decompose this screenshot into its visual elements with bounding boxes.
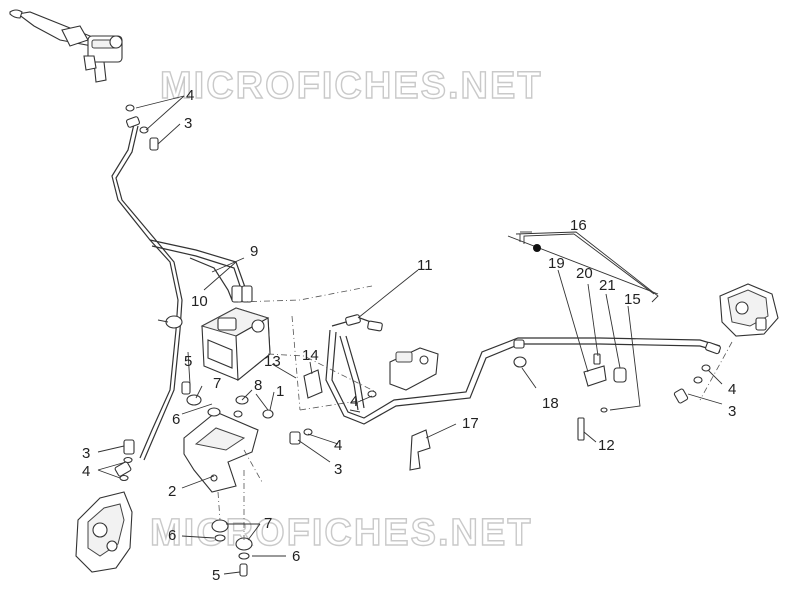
rear-master-cylinder [389,347,439,391]
watermark-bottom: MICROFICHES.NET [150,512,533,554]
callout-10: 10 [191,293,208,310]
callout-13: 13 [264,353,281,370]
leader-lines [97,95,723,575]
callout-3: 3 [728,403,736,420]
grommet-18 [513,356,527,368]
callout-5: 5 [212,567,220,584]
callout-17: 17 [462,415,479,432]
callout-2: 2 [168,483,176,500]
callout-5: 5 [184,353,192,370]
front-master-cylinder [83,35,123,83]
callout-6: 6 [292,548,300,565]
callout-1: 1 [276,383,284,400]
callout-9: 9 [250,243,258,260]
callout-3: 3 [334,461,342,478]
front-brake-hose [111,123,247,461]
assembly-centerlines [217,285,377,540]
callout-3: 3 [82,445,90,462]
callout-7: 7 [213,375,221,392]
callout-8: 8 [254,377,262,394]
callout-3: 3 [184,115,192,132]
rear-pipe-fittings [345,314,721,355]
callout-12: 12 [598,437,615,454]
callout-21: 21 [599,277,616,294]
callout-18: 18 [542,395,559,412]
callout-4: 4 [82,463,90,480]
front-brake-lever [9,9,96,47]
rear-brake-caliper [719,283,779,337]
kit-marker-dot [533,244,541,252]
callout-14: 14 [302,347,319,364]
callout-7: 7 [264,515,272,532]
abs-modulator [200,307,271,382]
banjo-washers-top [125,104,159,151]
callout-6: 6 [168,527,176,544]
front-caliper-bolt-washers [119,439,135,482]
kit-bracket-16 [515,231,659,303]
rear-brake-pipe [325,317,721,425]
callout-15: 15 [624,291,641,308]
callout-19: 19 [548,255,565,272]
pipe-bracket-17 [409,429,431,471]
watermark-top: MICROFICHES.NET [160,65,543,107]
abs-lower-dampers [211,519,253,577]
callout-11: 11 [417,257,433,274]
callout-6: 6 [172,411,180,428]
callout-4: 4 [334,437,342,454]
callout-20: 20 [576,265,593,282]
callout-16: 16 [570,217,587,234]
centre-washers-bolts [289,390,377,445]
hose-clip [157,315,183,329]
front-brake-caliper [75,491,133,573]
kit-parts-group [577,353,627,441]
callout-labels: 4 3 9 10 11 16 19 20 21 15 5 13 14 7 8 1… [82,87,736,584]
callout-4: 4 [350,393,358,410]
callout-4: 4 [728,381,736,398]
callout-4: 4 [186,87,194,104]
pipe-bracket-14 [303,369,323,399]
hose-fittings [114,116,253,477]
abs-mounting-bracket [183,411,259,493]
rear-banjo-washers [673,341,733,404]
